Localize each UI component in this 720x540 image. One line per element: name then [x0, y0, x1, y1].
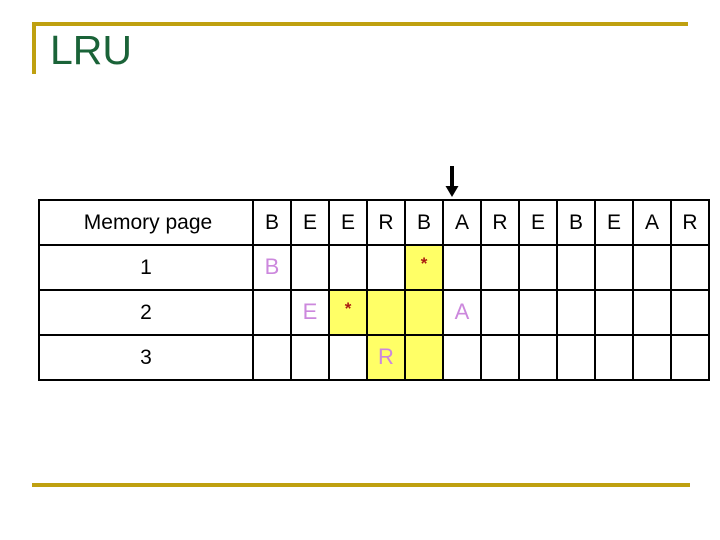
table-row: 3 R	[38, 334, 710, 381]
frame-cell	[328, 244, 368, 291]
page-title: LRU	[50, 27, 133, 73]
frame-cell	[290, 334, 330, 381]
row-index-label: 1	[38, 244, 254, 291]
frame-cell	[328, 334, 368, 381]
fault-star-icon: *	[420, 253, 428, 273]
fault-star-icon: *	[344, 298, 352, 318]
ref-header-cell-6: R	[480, 199, 520, 246]
ref-header-cell-1: E	[290, 199, 330, 246]
frame-cell	[594, 334, 634, 381]
table-row: 1 B *	[38, 244, 710, 291]
frame-cell: B	[252, 244, 292, 291]
page-letter: E	[302, 298, 318, 324]
frame-cell	[290, 244, 330, 291]
frame-cell	[518, 244, 558, 291]
frame-cell: A	[442, 289, 482, 336]
frame-cell	[252, 289, 292, 336]
frame-cell	[518, 289, 558, 336]
ref-header-cell-2: E	[328, 199, 368, 246]
row-index-label: 3	[38, 334, 254, 381]
page-letter: R	[378, 343, 394, 369]
frame-cell	[632, 244, 672, 291]
ref-header-cell-8: B	[556, 199, 596, 246]
frame-cell	[670, 244, 710, 291]
ref-header-cell-11: R	[670, 199, 710, 246]
down-arrow-icon	[444, 166, 460, 198]
bottom-rule	[32, 483, 690, 487]
frame-cell	[632, 289, 672, 336]
frame-cell	[594, 244, 634, 291]
title-top-rule	[32, 22, 688, 26]
frame-cell	[518, 334, 558, 381]
ref-header-cell-10: A	[632, 199, 672, 246]
frame-cell	[442, 334, 482, 381]
frame-cell	[480, 244, 520, 291]
ref-header-cell-5: A	[442, 199, 482, 246]
row-label-header: Memory page	[38, 199, 254, 246]
frame-cell: *	[328, 289, 368, 336]
table-header-row: Memory page B E E R B A R E B E A R	[38, 199, 710, 246]
frame-cell	[556, 334, 596, 381]
frame-cell	[366, 289, 406, 336]
table-row: 2 E * A	[38, 289, 710, 336]
frame-cell	[670, 289, 710, 336]
page-letter: A	[454, 298, 470, 324]
frame-cell	[594, 289, 634, 336]
frame-cell	[480, 289, 520, 336]
page-letter: B	[264, 253, 280, 279]
frame-cell	[480, 334, 520, 381]
frame-cell	[404, 334, 444, 381]
ref-header-cell-4: B	[404, 199, 444, 246]
frame-cell: R	[366, 334, 406, 381]
title-left-rule	[32, 22, 36, 74]
lru-page-table: Memory page B E E R B A R E B E A R 1 B …	[38, 199, 710, 381]
frame-cell	[366, 244, 406, 291]
ref-header-cell-7: E	[518, 199, 558, 246]
frame-cell	[442, 244, 482, 291]
frame-cell: E	[290, 289, 330, 336]
frame-cell	[556, 244, 596, 291]
title-block: LRU	[32, 22, 688, 82]
frame-cell	[404, 289, 444, 336]
frame-cell	[632, 334, 672, 381]
ref-header-cell-3: R	[366, 199, 406, 246]
frame-cell	[670, 334, 710, 381]
ref-header-cell-0: B	[252, 199, 292, 246]
frame-cell: *	[404, 244, 444, 291]
lru-table-body: Memory page B E E R B A R E B E A R 1 B …	[38, 199, 710, 381]
ref-header-cell-9: E	[594, 199, 634, 246]
frame-cell	[556, 289, 596, 336]
row-index-label: 2	[38, 289, 254, 336]
frame-cell	[252, 334, 292, 381]
